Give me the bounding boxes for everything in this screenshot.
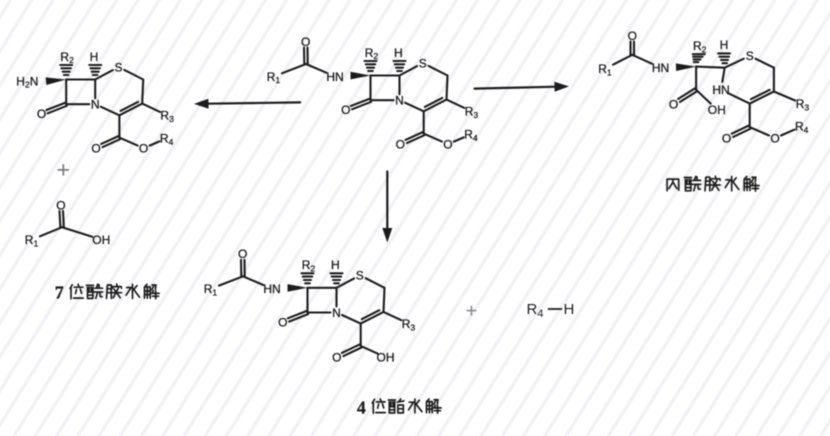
svg-text:OH: OH	[708, 103, 726, 117]
svg-text:H: H	[90, 50, 99, 64]
svg-text:O: O	[91, 142, 100, 156]
svg-text:O: O	[238, 247, 247, 261]
svg-text:N: N	[332, 306, 341, 320]
svg-text:OH: OH	[92, 233, 110, 247]
svg-text:4: 4	[357, 397, 366, 417]
svg-text:R3: R3	[465, 105, 479, 120]
svg-text:HN: HN	[326, 70, 343, 84]
svg-text:O: O	[301, 35, 310, 49]
svg-text:H: H	[720, 38, 729, 52]
svg-text:H: H	[564, 301, 575, 318]
svg-text:O: O	[278, 315, 287, 329]
svg-text:H: H	[394, 46, 403, 60]
svg-text:HN: HN	[712, 83, 729, 97]
svg-text:O: O	[139, 142, 148, 156]
svg-text:O: O	[443, 138, 452, 152]
svg-text:H: H	[331, 258, 340, 272]
svg-text:S: S	[419, 56, 427, 70]
svg-text:S: S	[356, 269, 364, 283]
svg-text:O: O	[628, 29, 637, 43]
svg-text:HN: HN	[263, 282, 280, 296]
svg-text:OH: OH	[377, 351, 395, 365]
svg-text:O: O	[56, 198, 65, 212]
svg-text:O: O	[332, 351, 341, 365]
svg-text:O: O	[669, 97, 678, 111]
svg-text:O: O	[722, 131, 731, 145]
svg-text:7: 7	[55, 283, 64, 303]
svg-text:N: N	[395, 94, 404, 108]
svg-text:O: O	[770, 131, 779, 145]
svg-text:O: O	[341, 103, 350, 117]
svg-text:S: S	[114, 60, 122, 74]
svg-text:HN: HN	[652, 61, 669, 75]
svg-text:H2N: H2N	[16, 74, 38, 89]
svg-text:S: S	[746, 49, 754, 63]
svg-text:O: O	[396, 138, 405, 152]
svg-text:O: O	[37, 107, 46, 121]
svg-text:N: N	[91, 98, 100, 112]
